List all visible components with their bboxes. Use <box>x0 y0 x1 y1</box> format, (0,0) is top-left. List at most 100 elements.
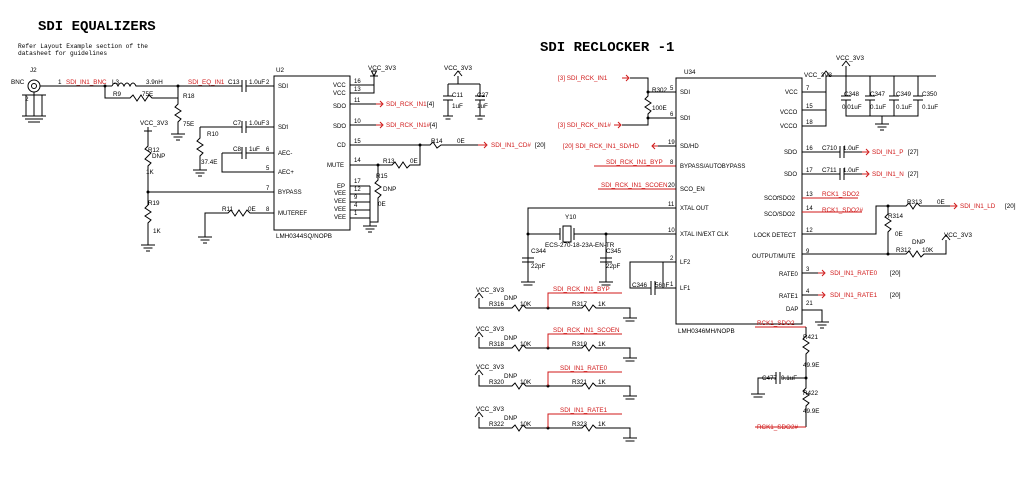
strap2-dnp: DNP <box>504 335 517 342</box>
u2-pin10-num: 10 <box>354 119 361 125</box>
r14-ref: R14 <box>431 138 443 145</box>
u2-pin16-num: 16 <box>354 79 361 85</box>
strap-bank-3: VCC_3V3 DNP R320 10K SDI_IN1_RATE0 R321 … <box>474 364 637 400</box>
strap3-hi-ref: R320 <box>489 379 505 386</box>
u34-net-out-n-sheet: [27] <box>908 171 919 178</box>
strap1-lo-value: 1K <box>598 301 607 308</box>
u34-pin7-name: VCC <box>785 90 798 96</box>
u34-pin6-name: SDI <box>680 116 690 122</box>
u34-pin15-num: 15 <box>806 104 813 110</box>
r15-dnp: DNP <box>383 186 396 193</box>
u34-pin12-name: LOCK DETECT <box>754 233 796 239</box>
c711-ref: C711 <box>822 167 837 174</box>
r313-value: 0E <box>937 199 945 206</box>
u34-pin6-num: 6 <box>670 112 674 118</box>
u34-pin17-name: SDO <box>784 172 797 178</box>
ic-u34-lmh0346: U34 LMH0346MH/NOPB 5 SDI 6 SDI 19 SD/HD … <box>668 69 813 335</box>
u2-net-rck-n-sheet: [4] <box>430 122 437 129</box>
reclocker-title: SDI RECLOCKER -1 <box>540 40 674 56</box>
r312-ref: R312 <box>896 247 912 254</box>
u34-net-sdhd: [20] SDI_RCK_IN1_SD/HD <box>563 143 639 150</box>
c13-ref: C13 <box>228 79 240 86</box>
u34-pin10-num: 10 <box>668 228 675 234</box>
c350-value: 0.1uF <box>922 104 938 111</box>
u34-pin14-name: SCO/SDO2 <box>764 212 796 218</box>
u2-pin10-name: SDO <box>333 124 346 130</box>
c27-ref: C27 <box>477 92 489 99</box>
r11-ref: R11 <box>222 206 234 213</box>
r422-ref: R422 <box>803 390 819 397</box>
strap3-vcc: VCC_3V3 <box>476 364 504 371</box>
u34-pin15-name: VCCO <box>780 110 798 116</box>
u2-pin4-num: 4 <box>354 203 358 209</box>
strap1-hi-value: 10K <box>520 301 532 308</box>
c710-ref: C710 <box>822 145 838 152</box>
u2-pin1-num: 1 <box>354 211 358 217</box>
u34-net-out-p-sheet: [27] <box>908 149 919 156</box>
r13-ref: R13 <box>383 158 395 165</box>
c13-value: 1.0uF <box>249 79 265 86</box>
u34-net-rate0: SDI_IN1_RATE0 <box>830 270 878 277</box>
u34-pin8-name: BYPASS/AUTOBYPASS <box>680 164 745 170</box>
u2-pin17-num: 17 <box>354 179 361 185</box>
r302-value: 100E <box>652 105 667 112</box>
r11-value: 0E <box>248 206 256 213</box>
r421-value: 49.9E <box>803 362 819 369</box>
layout-note-line2: datasheet for guidelines <box>18 50 107 57</box>
u34-net-rate1-sheet: [20] <box>890 292 901 299</box>
u2-pin15-num: 15 <box>354 139 361 145</box>
u34-net-sdo2-top: RCK1_SDO2 <box>822 191 860 198</box>
r18-value: 75E <box>183 121 194 128</box>
strap2-vcc: VCC_3V3 <box>476 326 504 333</box>
r10-value: 37.4E <box>201 159 217 166</box>
u34-net-ld-sheet: [20] <box>1005 203 1016 210</box>
strap-bank-2: VCC_3V3 DNP R318 10K SDI_RCK_IN1_SCOEN R… <box>474 326 637 362</box>
r422-value: 49.9E <box>803 408 819 415</box>
c710-value: 1.0uF <box>843 145 859 152</box>
r19-value: 1K <box>153 228 162 235</box>
strap3-dnp: DNP <box>504 373 517 380</box>
vcc-r312: VCC_3V3 <box>944 232 972 239</box>
u34-pin13-num: 13 <box>806 192 813 198</box>
u2-pin3-num: 3 <box>266 121 270 127</box>
c348-ref: C348 <box>844 91 860 98</box>
y10-part: ECS-270-18-23A-EN-TR <box>545 242 615 249</box>
vcc-u34: VCC_3V3 <box>804 72 832 79</box>
u34-pin12-num: 12 <box>806 228 813 234</box>
r13-value: 0E <box>410 158 418 165</box>
j2-pin2: 2 <box>25 96 29 103</box>
strap4-net: SDI_IN1_RATE1 <box>560 407 608 414</box>
u2-pin6-num: 6 <box>266 147 270 153</box>
u34-pin21-num: 21 <box>806 301 813 307</box>
u34-pin4-num: 4 <box>806 289 810 295</box>
r12-dnp: DNP <box>152 153 165 160</box>
u34-pin11-num: 11 <box>668 202 675 208</box>
u34-pin5-name: SDI <box>680 90 690 96</box>
u2-pin13-name: VCC <box>333 91 346 97</box>
u34-pin14-num: 14 <box>806 206 813 212</box>
r313-ref: R313 <box>907 199 923 206</box>
r312-value: 10K <box>922 247 934 254</box>
u34-pin9-name: OUTPUT/MUTE <box>752 254 795 260</box>
equalizers-title: SDI EQUALIZERS <box>38 19 156 35</box>
r9-ref: R9 <box>113 91 122 98</box>
layout-note-line1: Refer Layout Example section of the <box>18 43 148 50</box>
u34-net-byp: SDI_RCK_IN1_BYP <box>606 159 663 166</box>
u2-pin12-num: 12 <box>354 187 361 193</box>
u2-ref: U2 <box>276 67 285 74</box>
u2-pin2-num: 2 <box>266 80 270 86</box>
strap3-lo-ref: R321 <box>572 379 588 386</box>
j2-ref: J2 <box>30 67 37 74</box>
u2-pin1-name: VEE <box>334 215 346 221</box>
c8-value: 1uF <box>249 146 260 153</box>
u2-net-cd: SDI_IN1_CD# <box>491 142 531 149</box>
strap4-dnp: DNP <box>504 415 517 422</box>
r18-ref: R18 <box>183 93 195 100</box>
c711-value: 1.0uF <box>843 167 859 174</box>
u34-pin1-name: LF1 <box>680 286 691 292</box>
strap3-net: SDI_IN1_RATE0 <box>560 365 608 372</box>
u2-pin5-num: 5 <box>266 166 270 172</box>
c348-value: 0.01uF <box>842 104 862 111</box>
strap3-hi-value: 10K <box>520 379 532 386</box>
